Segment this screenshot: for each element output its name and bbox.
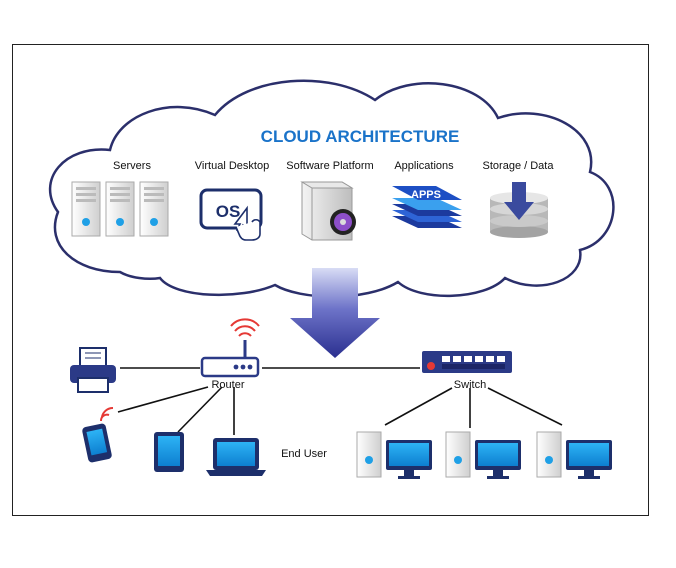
- switch-icon: [422, 351, 512, 373]
- software-box-icon: [300, 181, 356, 241]
- service-label-virtual-desktop: Virtual Desktop: [195, 160, 269, 172]
- desktop-computer-icon: [536, 431, 612, 479]
- monitor-os-icon: OS: [199, 188, 263, 241]
- service-label-servers: Servers: [113, 160, 151, 172]
- service-label-applications: Applications: [394, 160, 454, 172]
- router-label: Router: [211, 379, 244, 391]
- os-icon-text: OS: [216, 202, 241, 221]
- laptop-icon: [206, 438, 266, 476]
- database-icon: [490, 182, 548, 238]
- service-label-storage: Storage / Data: [483, 160, 555, 172]
- end-user-label: End User: [281, 448, 327, 460]
- diagram-title: CLOUD ARCHITECTURE: [261, 127, 460, 146]
- diagram-frame: [12, 44, 649, 516]
- desktop-computer-icon: [445, 431, 521, 479]
- server-rack-icon: [71, 181, 169, 237]
- desktop-computer-icon: [356, 431, 432, 479]
- download-arrow-icon: [290, 268, 380, 358]
- service-label-software-platform: Software Platform: [286, 160, 373, 172]
- switch-label: Switch: [454, 379, 486, 391]
- tablet-icon: [154, 432, 184, 472]
- network-lines: [117, 367, 563, 435]
- smartphone-icon: [82, 406, 114, 463]
- apps-icon-text: APPS: [411, 189, 441, 201]
- printer-icon: [70, 347, 116, 393]
- apps-stack-icon: APPS: [392, 186, 462, 228]
- router-icon: [200, 318, 260, 378]
